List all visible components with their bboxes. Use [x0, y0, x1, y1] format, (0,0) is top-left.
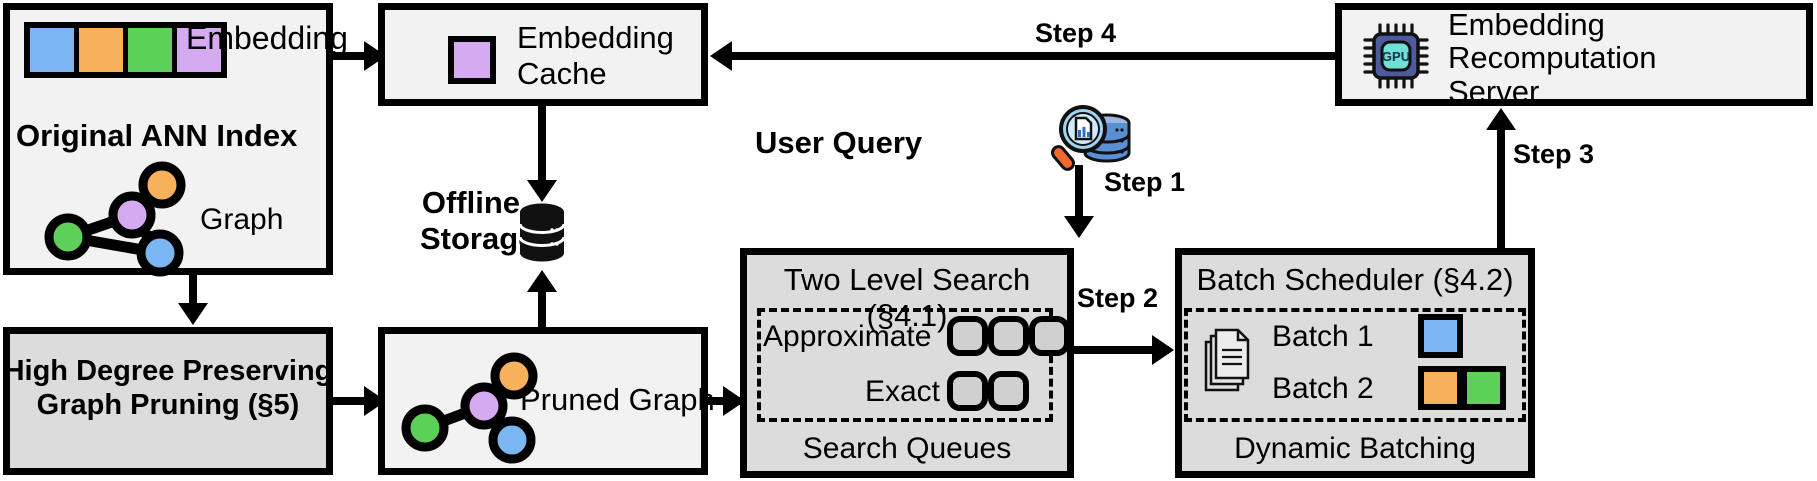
connector-step4 [728, 52, 1336, 60]
embedding-label: Embedding [186, 20, 348, 56]
search-queues-panel [757, 308, 1053, 422]
connector-step1 [1075, 165, 1083, 220]
original-ann-index-title: Original ANN Index [16, 118, 298, 153]
exact-slot-1[interactable] [947, 371, 988, 411]
batch-scheduler-box [1175, 248, 1535, 478]
embedding-vector-strip [24, 22, 227, 78]
dynamic-batching-panel [1184, 308, 1526, 422]
graph-pruning-title: High Degree Preserving Graph Pruning (§5… [3, 355, 333, 421]
offline-storage-label: Offline Storage [420, 185, 536, 256]
batch-scheduler-title: Batch Scheduler (§4.2) [1196, 262, 1514, 297]
exact-slot-2[interactable] [988, 371, 1029, 411]
connector-index-to-pruning [189, 275, 197, 307]
approximate-row-label: Approximate [763, 320, 932, 353]
approximate-slot-2[interactable] [988, 316, 1029, 356]
embedding-cell-purple [177, 28, 221, 72]
search-queues-caption: Search Queues [802, 432, 1012, 465]
arrowhead-cache-to-storage [527, 180, 557, 202]
arrowhead-index-to-pruning [178, 303, 208, 325]
step2-label: Step 2 [1077, 283, 1159, 313]
query-search-database-icon [1051, 105, 1131, 171]
arrowhead-step3 [1486, 108, 1516, 130]
connector-cache-to-storage [538, 106, 546, 184]
arrowhead-step1 [1064, 216, 1094, 238]
two-level-search-box [740, 248, 1074, 478]
connector-step2 [1074, 346, 1169, 354]
batch-1-label: Batch 1 [1272, 320, 1374, 353]
batch-2-label: Batch 2 [1272, 372, 1374, 405]
arrowhead-step2 [1152, 335, 1174, 365]
embedding-cell-blue [30, 28, 79, 72]
pruned-graph-label: Pruned Graph [520, 382, 715, 417]
embedding-cell-orange [79, 28, 128, 72]
step4-label: Step 4 [1035, 18, 1117, 48]
connector-pruned-graph-to-storage [538, 292, 546, 327]
two-level-search-title: Two Level Search (§4.1) [783, 262, 1031, 333]
batch-2-item-green [1461, 366, 1506, 410]
arrowhead-pruned-graph-to-search [723, 386, 745, 416]
step3-label: Step 3 [1513, 139, 1595, 169]
dynamic-batching-caption: Dynamic Batching [1234, 432, 1476, 465]
embedding-cache-title: Embedding Cache [517, 20, 674, 91]
graph-pruning-box [3, 327, 333, 475]
approximate-slot-3[interactable] [1029, 316, 1070, 356]
connector-step3 [1497, 128, 1505, 248]
recomputation-server-title: Embedding Recomputation Server [1448, 7, 1657, 109]
arrowhead-pruned-graph-to-storage [527, 270, 557, 292]
connector-index-to-cache [333, 52, 371, 60]
embedding-cache-box [378, 3, 708, 106]
embedding-cell-green [128, 28, 177, 72]
batch-2-item-orange [1418, 366, 1463, 410]
connector-pruning-to-pruned-graph [333, 397, 371, 405]
approximate-slot-1[interactable] [947, 316, 988, 356]
graph-label: Graph [200, 203, 284, 236]
step1-label: Step 1 [1104, 167, 1186, 197]
exact-row-label: Exact [864, 375, 940, 408]
arrowhead-step4 [710, 41, 732, 71]
user-query-label: User Query [755, 125, 923, 160]
embedding-cache-chip [448, 36, 496, 84]
batch-1-item-blue [1418, 314, 1463, 358]
